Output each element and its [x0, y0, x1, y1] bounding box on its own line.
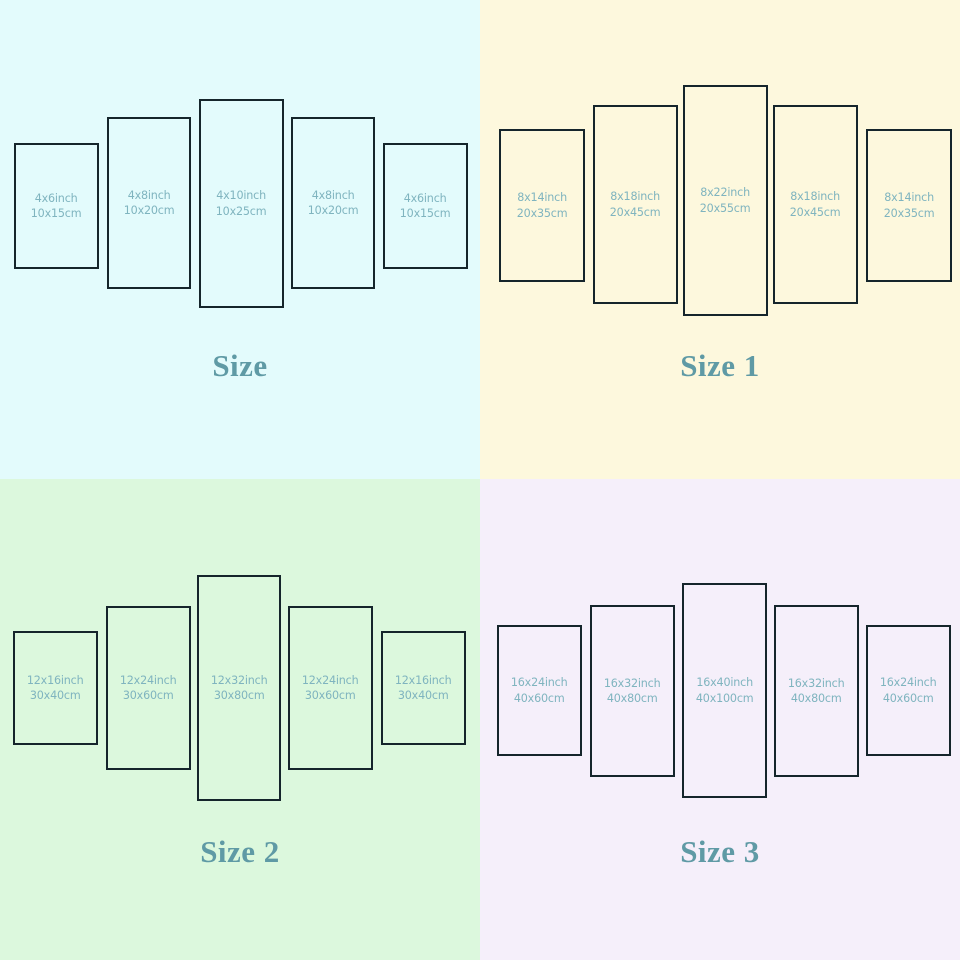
- panel-size-cm: 10x20cm: [123, 203, 175, 217]
- panel-size-cm: 20x35cm: [883, 205, 935, 220]
- panel-size-cm: 10x15cm: [31, 206, 82, 220]
- panel-size-inches: 16x32inch: [604, 675, 661, 690]
- panel-size-inches: 12x16inch: [27, 672, 84, 687]
- size-option-title: Size 3: [680, 834, 760, 869]
- panel-size-cm: 30x80cm: [213, 688, 265, 702]
- panel-size-cm: 20x45cm: [790, 204, 841, 219]
- panel-size-inches: 8x18inch: [610, 189, 661, 204]
- panel-size-inches: 12x24inch: [302, 672, 359, 687]
- size-option-title: Size 2: [200, 834, 280, 869]
- panel-size-cm: 40x80cm: [791, 691, 842, 705]
- panel-size-cm: 40x100cm: [695, 690, 754, 705]
- panel-size-inches: 4x6inch: [404, 190, 447, 205]
- panel-size-inches: 16x24inch: [880, 675, 937, 690]
- panel-size-inches: 8x14inch: [884, 190, 934, 205]
- panel-size-inches: 8x18inch: [790, 189, 841, 204]
- panel-size-inches: 8x14inch: [517, 190, 567, 205]
- panel-size-cm: 40x60cm: [514, 690, 565, 705]
- panel-size-cm: 10x25cm: [216, 203, 267, 218]
- panel-size-inches: 8x22inch: [700, 185, 751, 200]
- panel-size-inches: 4x6inch: [35, 190, 78, 205]
- size-option-title: Size: [212, 348, 268, 383]
- panel-size-cm: 30x60cm: [123, 688, 174, 702]
- size-option-title: Size 1: [680, 348, 760, 383]
- panel-size-inches: 16x40inch: [696, 675, 753, 690]
- panel-size-cm: 30x40cm: [30, 688, 81, 702]
- panel-size-cm: 20x55cm: [700, 200, 751, 215]
- panel-size-inches: 4x8inch: [127, 187, 171, 202]
- panel-size-inches: 4x8inch: [311, 187, 355, 202]
- panel-size-inches: 12x32inch: [210, 672, 268, 687]
- panel-size-inches: 16x32inch: [788, 675, 845, 690]
- panel-size-inches: 16x24inch: [511, 675, 568, 690]
- panel-size-cm: 40x80cm: [607, 691, 658, 705]
- panel-size-cm: 30x40cm: [398, 688, 449, 702]
- panel-size-cm: 20x45cm: [610, 204, 661, 219]
- panel-size-cm: 10x15cm: [400, 206, 451, 220]
- panel-size-inches: 4x10inch: [216, 188, 267, 203]
- panel-size-inches: 12x16inch: [395, 672, 452, 687]
- panel-size-cm: 30x60cm: [305, 688, 356, 702]
- panel-size-cm: 20x35cm: [516, 205, 568, 220]
- panel-size-cm: 40x60cm: [883, 690, 934, 705]
- panel-size-cm: 10x20cm: [307, 203, 359, 217]
- panel-size-inches: 12x24inch: [120, 672, 177, 687]
